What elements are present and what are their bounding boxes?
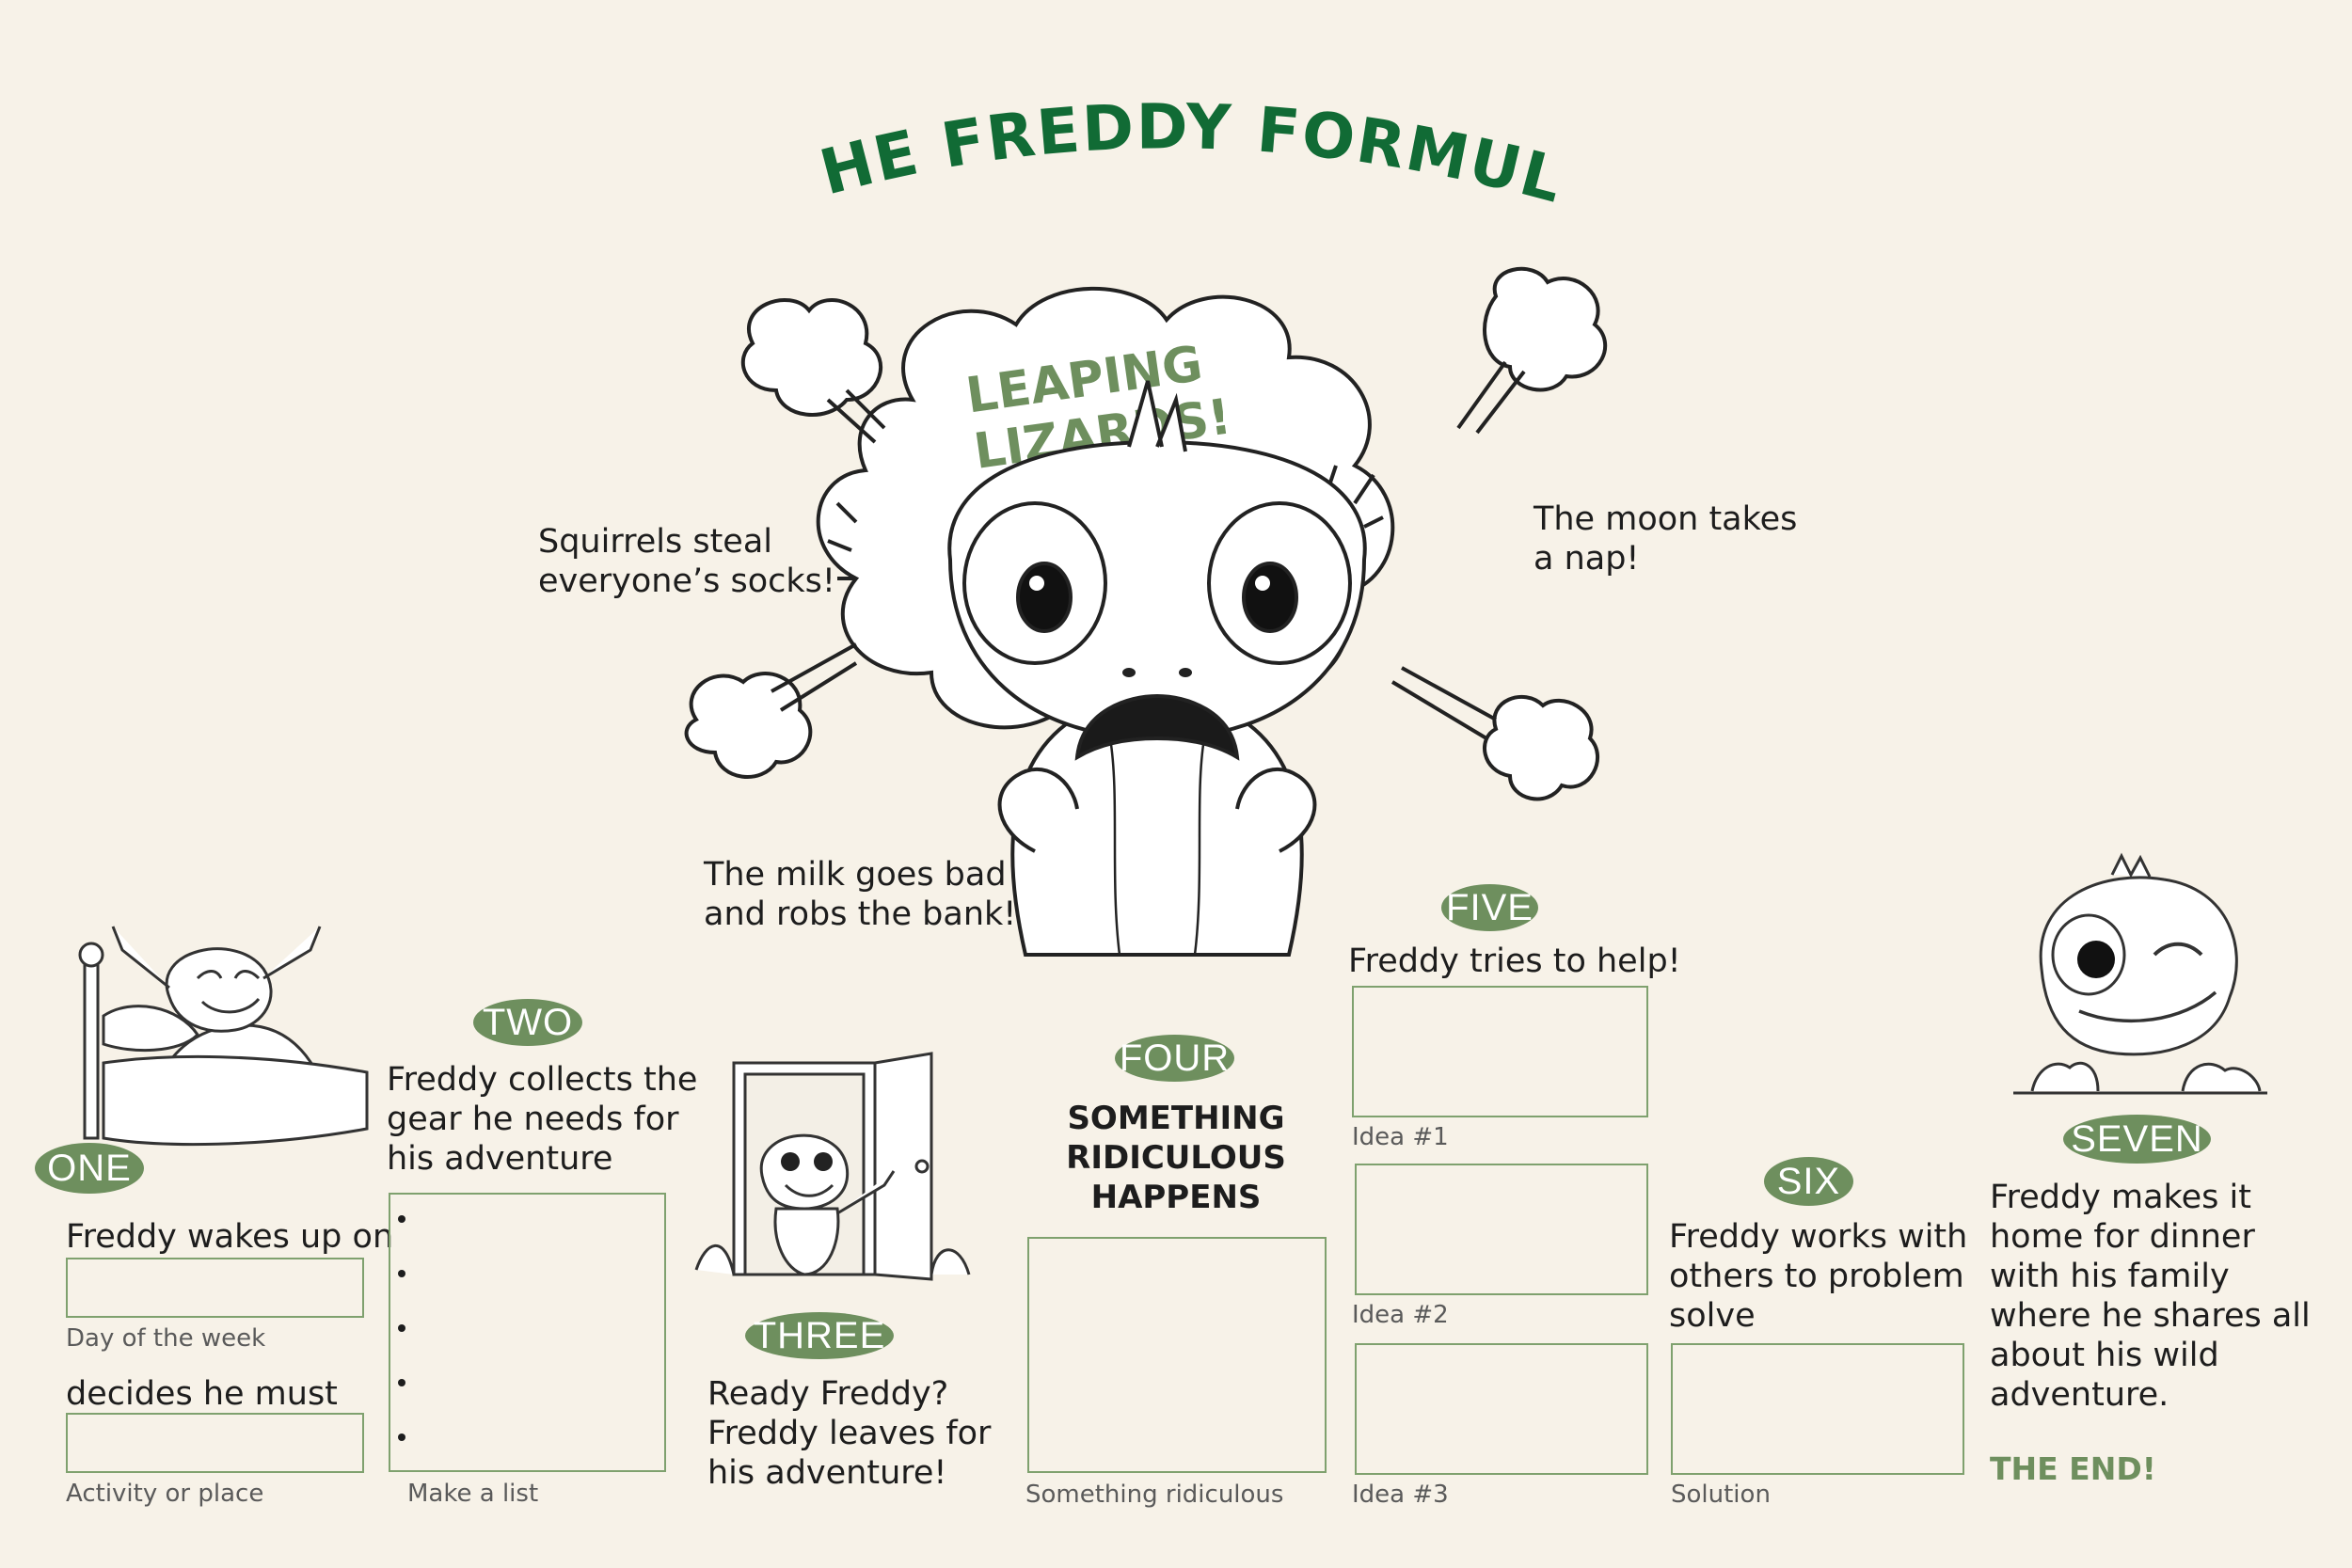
idea-moon: The moon takes a nap! [1534,500,1798,578]
day-of-week-box[interactable] [66,1258,364,1318]
page-title: THE FREDDY FORMULA [734,56,1571,217]
step-seven-label: SEVEN [2063,1115,2211,1164]
idea-2-box[interactable] [1355,1164,1648,1295]
day-of-week-caption: Day of the week [66,1324,266,1353]
step-one-label: ONE [35,1143,144,1194]
idea-socks: Squirrels steal everyone’s socks! [538,523,835,600]
step-two-label: TWO [473,999,582,1046]
title-text: THE FREDDY FORMULA [734,56,1569,217]
gear-list-box[interactable] [389,1193,666,1472]
something-ridiculous-box[interactable] [1027,1237,1327,1473]
list-item[interactable] [419,1259,664,1313]
step-six-text: Freddy works with others to problem solv… [1669,1218,1968,1335]
svg-text:THE FREDDY FORMULA: THE FREDDY FORMULA [734,56,1571,217]
step-one-line2: decides he must [66,1375,338,1413]
door-freddy-illustration [694,1052,971,1281]
idea-3-caption: Idea #3 [1352,1481,1449,1509]
solution-caption: Solution [1671,1481,1771,1509]
idea-1-box[interactable] [1352,986,1648,1117]
step-three-text: Ready Freddy? Freddy leaves for his adve… [707,1375,992,1492]
idea-milk: The milk goes bad and robs the bank! [704,856,1017,933]
waking-freddy-illustration [78,926,369,1147]
gear-list [390,1204,664,1477]
activity-or-place-caption: Activity or place [66,1480,264,1508]
surprised-freddy-illustration: LEAPING LIZARDS! [684,266,1608,957]
list-item[interactable] [419,1204,664,1259]
step-seven-text: Freddy makes it home for dinner with his… [1990,1179,2311,1414]
list-item[interactable] [419,1368,664,1422]
idea-2-caption: Idea #2 [1352,1301,1449,1329]
solution-box[interactable] [1671,1343,1964,1475]
list-item[interactable] [419,1313,664,1368]
step-four-heading: SOMETHING RIDICULOUS HAPPENS [1066,1100,1286,1216]
step-five-label: FIVE [1441,884,1538,931]
the-end: THE END! [1990,1450,2156,1487]
step-six-label: SIX [1764,1157,1853,1206]
idea-3-box[interactable] [1355,1343,1648,1475]
idea-1-caption: Idea #1 [1352,1123,1449,1151]
step-three-label: THREE [745,1312,894,1359]
list-item[interactable] [419,1422,664,1477]
winking-freddy-illustration [2013,852,2267,1095]
step-two-text: Freddy collects the gear he needs for hi… [387,1061,698,1178]
step-four-label: FOUR [1115,1035,1234,1082]
activity-or-place-box[interactable] [66,1413,364,1473]
something-ridiculous-caption: Something ridiculous [1025,1481,1284,1509]
step-five-text: Freddy tries to help! [1348,942,1681,980]
make-list-caption: Make a list [407,1480,539,1508]
step-one-line1: Freddy wakes up on [66,1218,394,1256]
